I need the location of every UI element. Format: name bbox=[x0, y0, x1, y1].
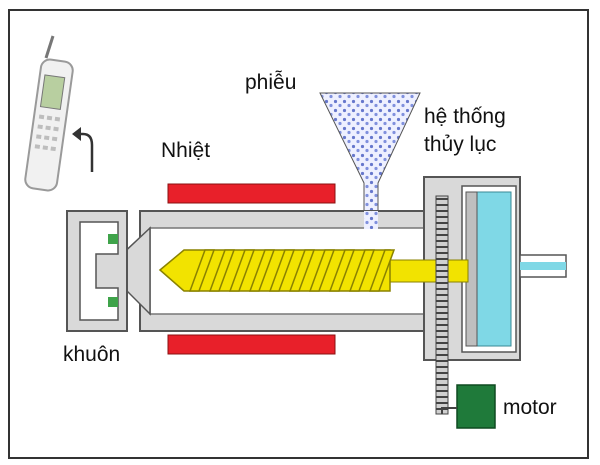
motor-linkage bbox=[441, 407, 457, 414]
label-mold: khuôn bbox=[63, 343, 120, 366]
screw-flight bbox=[288, 249, 316, 292]
screw-flight bbox=[368, 249, 396, 292]
screw-flight bbox=[208, 249, 236, 292]
mobile-phone-icon bbox=[24, 35, 74, 192]
screw-shaft bbox=[379, 259, 469, 283]
screw-flight bbox=[308, 249, 336, 292]
heater-band-bottom bbox=[167, 334, 336, 355]
screw-flight bbox=[188, 249, 216, 292]
curved-arrow-icon bbox=[72, 127, 94, 172]
gear-rack bbox=[435, 195, 449, 415]
label-hydraulic-line2: thủy lục bbox=[424, 133, 496, 156]
label-funnel: phiễu bbox=[245, 71, 296, 94]
screw-auger bbox=[158, 249, 396, 292]
screw-flight bbox=[328, 249, 356, 292]
screw-flight bbox=[268, 249, 296, 292]
label-motor: motor bbox=[503, 396, 557, 419]
screw-flight bbox=[228, 249, 256, 292]
motor-block bbox=[456, 384, 496, 429]
screw-flight bbox=[348, 249, 376, 292]
mold-block bbox=[66, 210, 128, 332]
heater-band-top bbox=[167, 183, 336, 204]
piston-rod bbox=[520, 262, 566, 270]
screw-flight bbox=[248, 249, 276, 292]
hydraulic-fluid bbox=[476, 191, 512, 347]
label-hydraulic-line1: hệ thống bbox=[424, 105, 506, 128]
hopper-throat bbox=[364, 211, 378, 229]
label-heat: Nhiệt bbox=[161, 139, 210, 162]
